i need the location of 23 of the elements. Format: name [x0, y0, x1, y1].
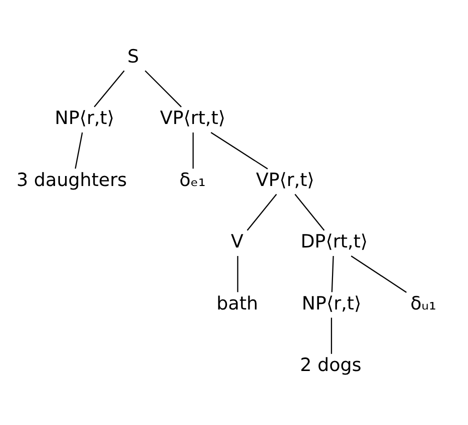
node-text: S	[127, 46, 139, 68]
connector	[294, 194, 325, 231]
connector	[330, 318, 332, 354]
connector	[94, 70, 125, 108]
connector	[350, 256, 407, 293]
node-text: NP⟨r,t⟩	[302, 293, 362, 314]
node-text: NP⟨r,t⟩	[54, 108, 114, 130]
node-text: V	[230, 232, 244, 253]
node-text: bath	[216, 293, 258, 314]
connector	[331, 256, 334, 292]
node-text: DP⟨rt,t⟩	[300, 232, 368, 253]
connector	[74, 132, 83, 169]
node-text: 3 daughters	[16, 170, 127, 191]
connector	[246, 194, 277, 231]
connector	[192, 132, 194, 169]
connector	[144, 70, 182, 108]
node-text: VP⟨r,t⟩	[256, 170, 314, 191]
node-text: VP⟨rt,t⟩	[160, 108, 226, 130]
node-text: δₑ₁	[179, 170, 206, 191]
connector	[210, 132, 268, 170]
connector	[237, 256, 238, 292]
node-text: δᵤ₁	[410, 293, 436, 314]
node-text: 2 dogs	[300, 355, 362, 376]
